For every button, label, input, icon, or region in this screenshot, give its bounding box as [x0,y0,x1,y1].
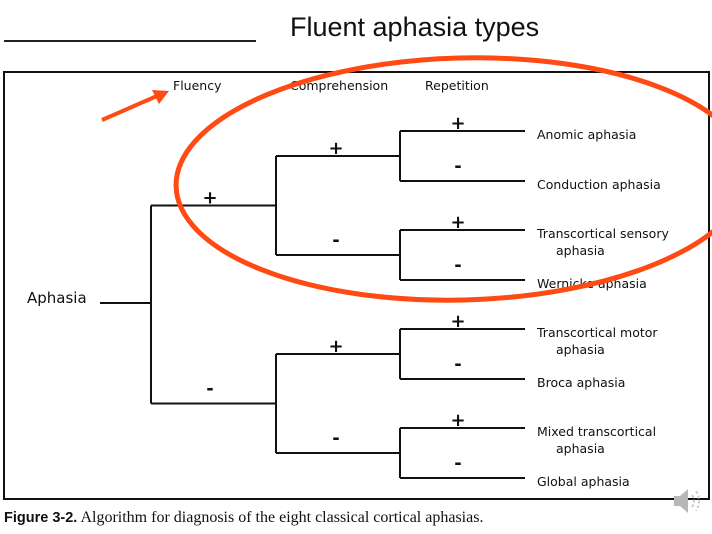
leaf-label-line1: Mixed transcortical [537,424,656,439]
repetition-sign: - [454,453,461,474]
figure-caption: Figure 3-2. Algorithm for diagnosis of t… [4,509,483,527]
arrow-shaft [101,94,158,122]
comprehension-sign: - [332,230,339,251]
comprehension-sign: + [328,138,343,159]
leaf-label-line1: Broca aphasia [537,375,625,390]
repetition-sign: + [450,410,465,431]
figure-frame [3,71,710,500]
repetition-sign: + [450,311,465,332]
leaf-label-line2: aphasia [556,441,605,456]
figure-number: Figure 3-2. [4,510,78,526]
header-fluency: Fluency [173,78,222,93]
repetition-sign: - [454,156,461,177]
repetition-sign: + [450,113,465,134]
fluency-sign: - [206,379,213,400]
leaf-label: Conduction aphasia [537,177,661,192]
repetition-sign: - [454,255,461,276]
header-comprehension: Comprehension [290,78,388,93]
comprehension-sign: + [328,336,343,357]
repetition-sign: + [450,212,465,233]
leaf-label-line2: aphasia [556,243,605,258]
leaf-label-line1: Transcortical sensory [536,226,669,241]
repetition-sign: - [454,354,461,375]
comprehension-sign: - [332,428,339,449]
leaf-label-line1: Transcortical motor [536,325,658,340]
leaf-label-line2: aphasia [556,342,605,357]
leaf-label-line1: Global aphasia [537,474,630,489]
leaf-label-line1: Conduction aphasia [537,177,661,192]
tree-lines [100,130,525,479]
speaker-icon[interactable] [672,486,704,516]
slide-title: Fluent aphasia types [290,12,540,42]
leaf-label: Transcortical motor aphasia [536,325,658,357]
arrow-head-icon [152,90,169,104]
title-rule [4,40,256,42]
highlight-ellipse [173,55,712,303]
leaf-label: Broca aphasia [537,375,625,390]
header-repetition: Repetition [425,78,489,93]
fluency-sign: + [202,188,217,209]
leaf-label: Anomic aphasia [537,127,636,142]
root-label: Aphasia [27,289,87,307]
leaf-label: Mixed transcortical aphasia [537,424,656,456]
leaf-label: Transcortical sensory aphasia [536,226,669,258]
leaf-label-line1: Anomic aphasia [537,127,636,142]
highlight-annotations [101,55,712,303]
tree-signs: + - + - + - + - + - + - + - [202,113,465,474]
leaf-label: Global aphasia [537,474,630,489]
figure-caption-text: Algorithm for diagnosis of the eight cla… [77,509,484,526]
